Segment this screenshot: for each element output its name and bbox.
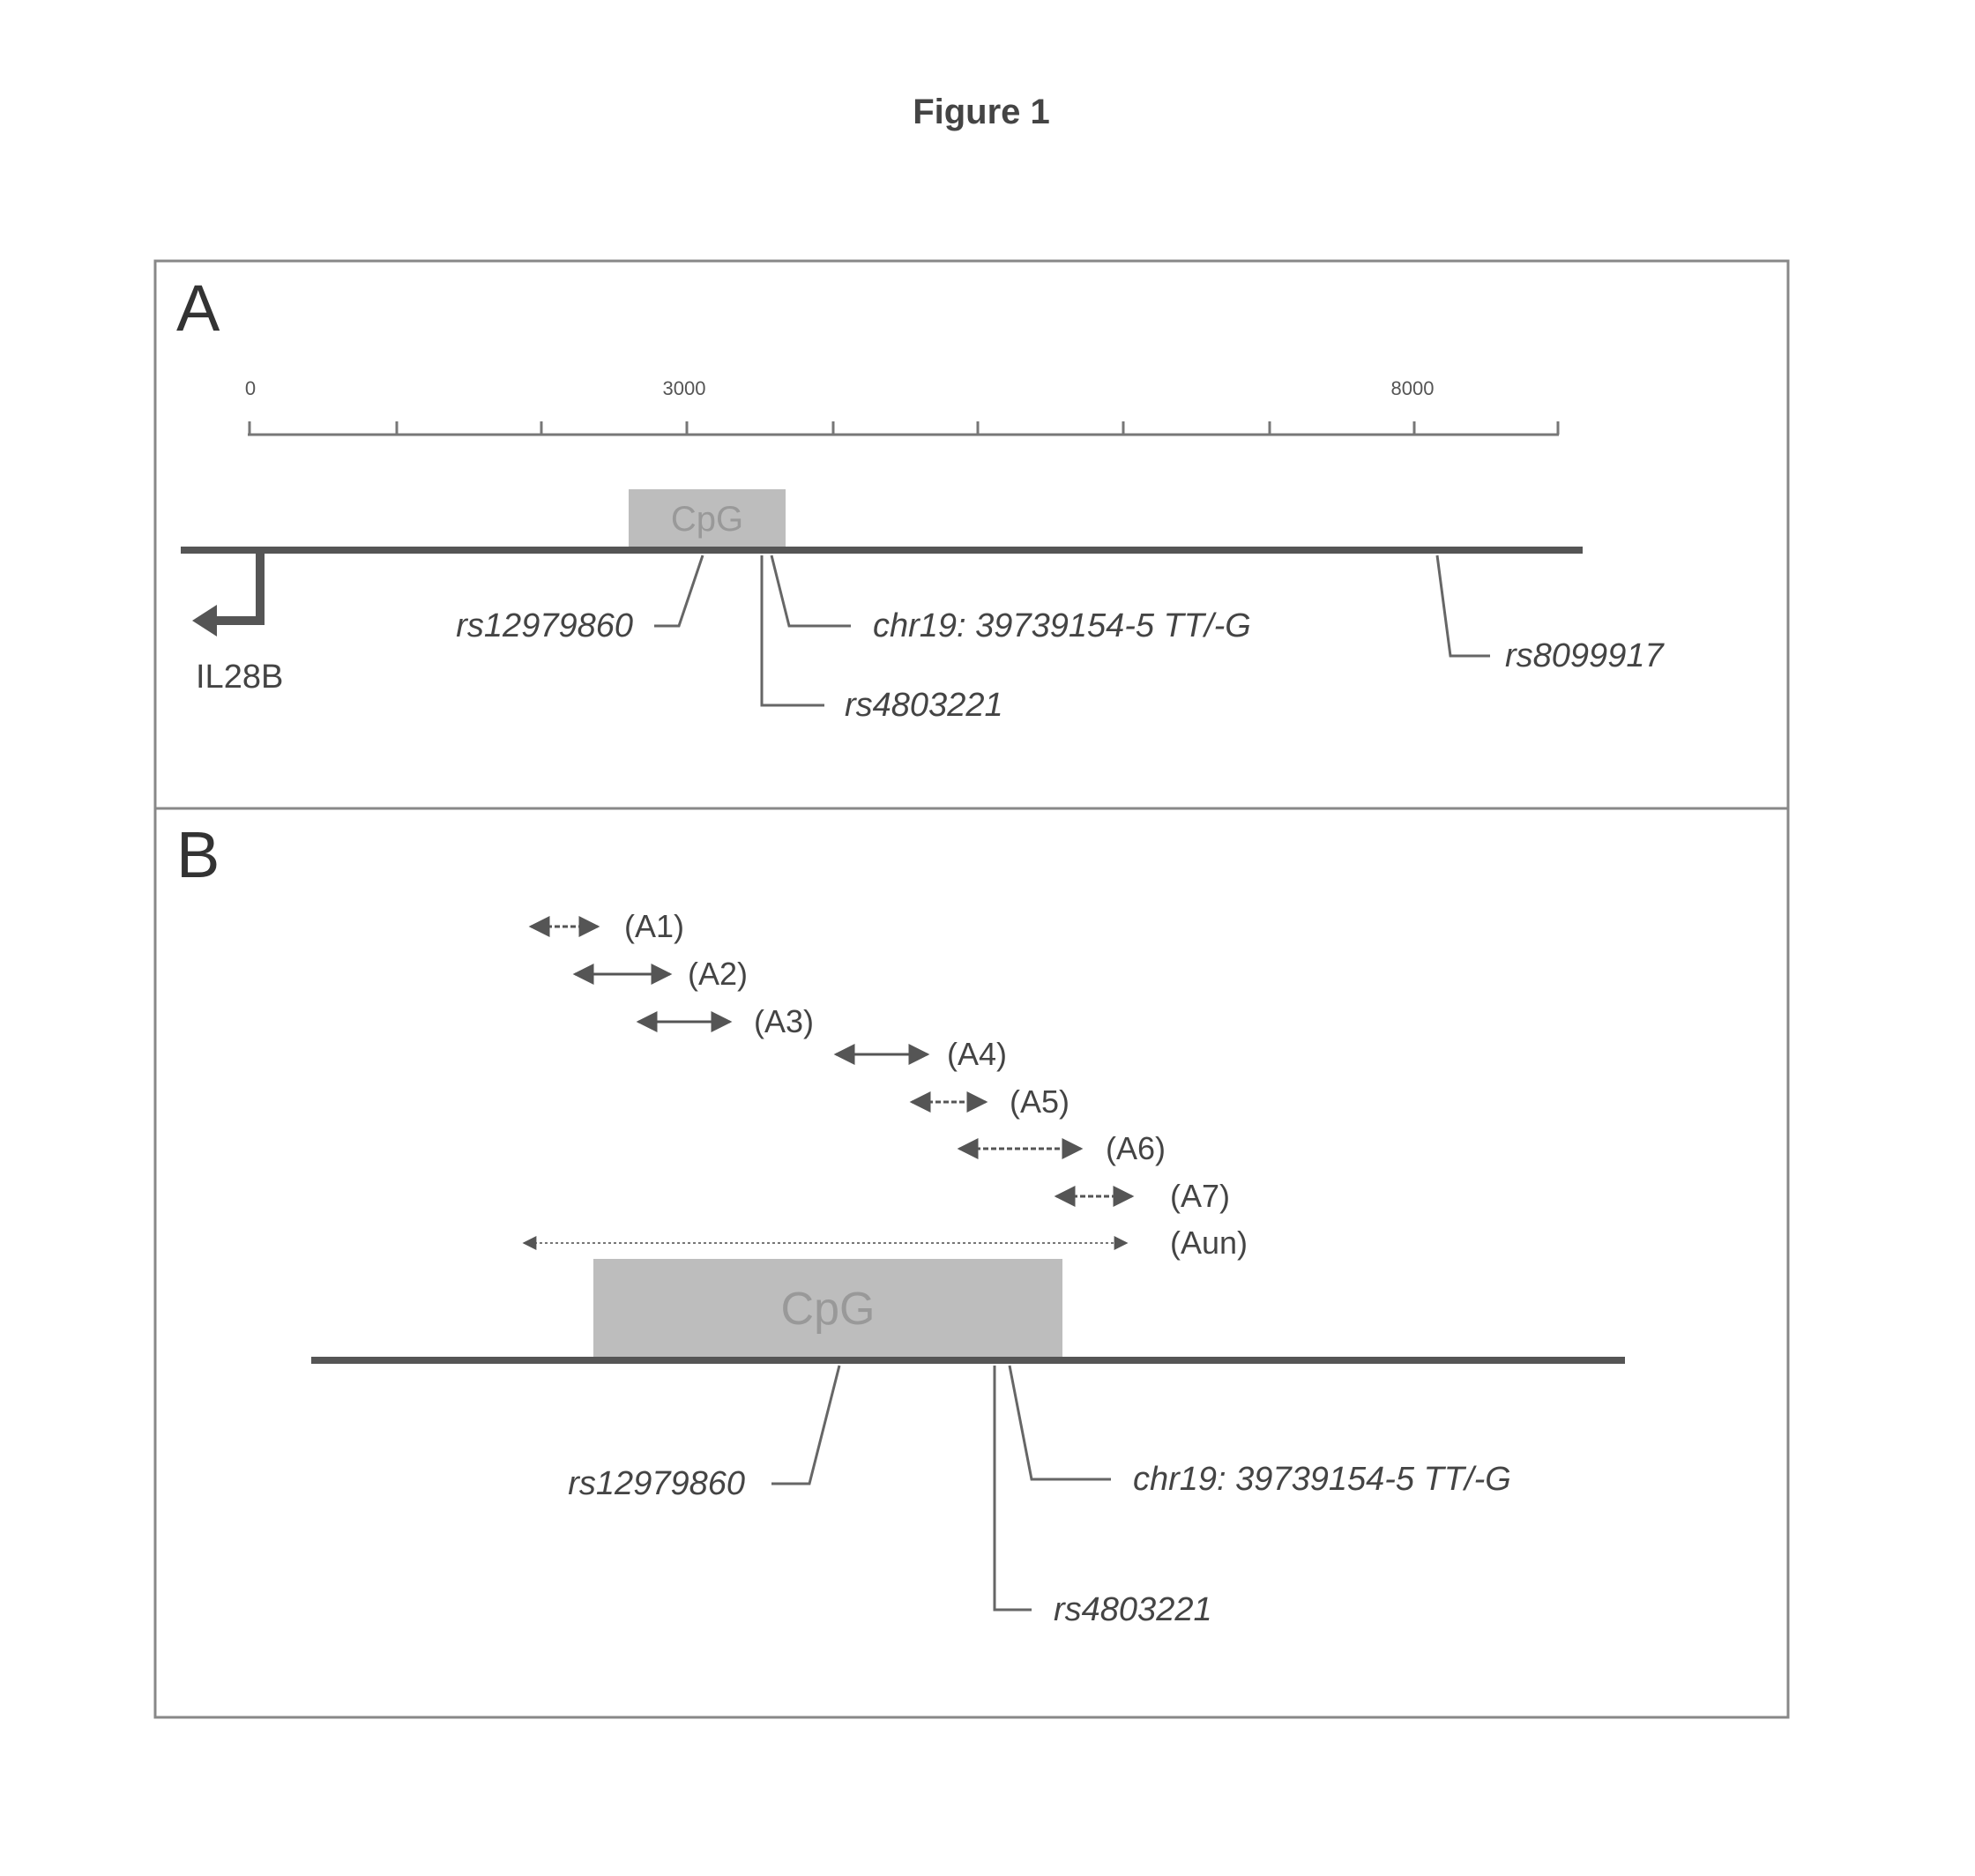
snp-leader-rs4803221 bbox=[995, 1366, 1032, 1610]
amplicon-label-a2: (A2) bbox=[688, 956, 748, 992]
cpg-island-label: CpG bbox=[671, 500, 743, 539]
scale-label-end: 8000 bbox=[1391, 377, 1435, 399]
figure-frame bbox=[155, 261, 1788, 1717]
panel-a-letter: A bbox=[176, 272, 220, 345]
snp-leader-rs12979860 bbox=[654, 555, 703, 626]
snp-label-rs4803221: rs4803221 bbox=[1054, 1591, 1212, 1628]
snp-label-rs12979860: rs12979860 bbox=[568, 1465, 745, 1502]
snp-label-chr19: chr19: 39739154-5 TT/-G bbox=[873, 607, 1251, 644]
amplicon-label-a4: (A4) bbox=[947, 1036, 1007, 1072]
scale-label-start: 0 bbox=[245, 377, 256, 399]
amplicon-label-a6: (A6) bbox=[1106, 1130, 1166, 1166]
amplicon-label-aun: (Aun) bbox=[1170, 1225, 1248, 1261]
snp-leader-rs4803221 bbox=[762, 555, 824, 705]
snp-label-rs12979860: rs12979860 bbox=[456, 607, 633, 644]
figure-title: Figure 1 bbox=[913, 93, 1050, 131]
snp-leader-rs12979860 bbox=[771, 1366, 839, 1484]
gene-label: IL28B bbox=[196, 659, 283, 696]
panel-b-letter: B bbox=[176, 818, 220, 891]
panel-a: A 0 3000 8000 CpG IL28B rs12 bbox=[176, 272, 1665, 724]
gene-arrow-icon bbox=[210, 550, 260, 621]
cpg-island-label: CpG bbox=[781, 1284, 876, 1335]
panel-b: B (A1) (A2) (A3) (A4) (A5) (A6) (A7) (Au… bbox=[176, 818, 1625, 1628]
scale-bar: 0 3000 8000 bbox=[245, 377, 1559, 435]
snp-leader-chr19 bbox=[771, 555, 851, 626]
snp-leader-rs8099917 bbox=[1437, 555, 1490, 656]
scale-label-mid: 3000 bbox=[663, 377, 706, 399]
snp-label-rs8099917: rs8099917 bbox=[1505, 637, 1665, 674]
amplicon-label-a7: (A7) bbox=[1170, 1178, 1230, 1214]
snp-label-chr19: chr19: 39739154-5 TT/-G bbox=[1133, 1461, 1511, 1498]
gene-arrowhead-icon bbox=[192, 605, 217, 636]
snp-leader-chr19 bbox=[1010, 1366, 1111, 1479]
amplicon-label-a3: (A3) bbox=[754, 1003, 814, 1039]
amplicon-label-a1: (A1) bbox=[624, 908, 684, 944]
amplicon-label-a5: (A5) bbox=[1010, 1083, 1069, 1120]
snp-label-rs4803221: rs4803221 bbox=[845, 687, 1003, 724]
